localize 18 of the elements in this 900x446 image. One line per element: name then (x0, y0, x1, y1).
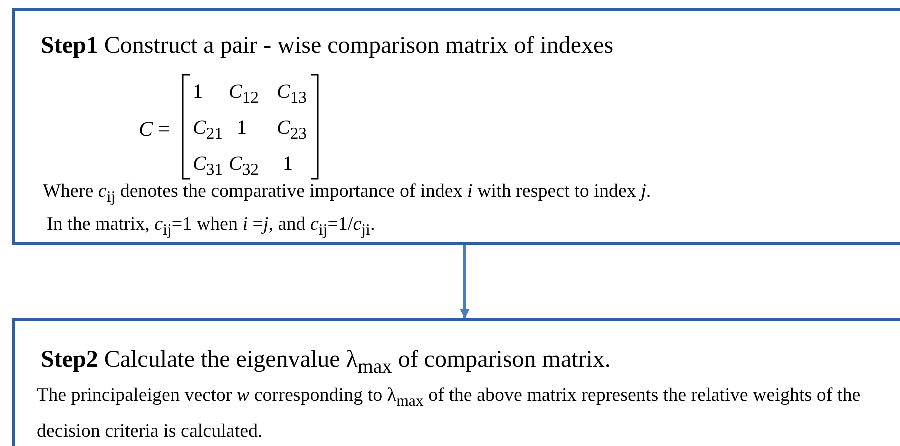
matrix-symbol: C = (139, 117, 170, 142)
matrix-entry: C$_{23}$ (277, 117, 307, 144)
arrow (460, 245, 470, 319)
matrix-entry: C$_{13}$ (277, 81, 307, 108)
explanation-text: Where c$_{ij}$ denotes the comparative importance of index i with respect to index j. (43, 181, 652, 207)
matrix-entry: 1 (283, 153, 293, 176)
step-box (12, 318, 900, 446)
matrix-entry: 1 (237, 117, 247, 140)
matrix-entry: 1 (193, 81, 203, 104)
matrix-entry: C$_{12}$ (229, 81, 259, 108)
explanation-text: In the matrix, c$_{ij}$=1 when i =j, and c$_{ij}$=1/c$_{ji}$. (47, 214, 376, 240)
matrix-entry: C$_{32}$ (229, 153, 259, 180)
matrix-entry: C$_{21}$ (193, 117, 223, 144)
step-heading: Step2 Calculate the eigenvalue λ$_{max}$ of comparison matrix. (41, 347, 611, 379)
explanation-text: The principaleigen vector w corresponding to λ$_{max}$ of the above matrix represents the relative weights of the decision criteria is calculated. (37, 384, 862, 444)
step-heading: Step1 Construct a pair - wise comparison matrix of indexes (41, 33, 614, 60)
step-box (12, 8, 900, 245)
matrix-entry: C$_{31}$ (193, 153, 223, 180)
